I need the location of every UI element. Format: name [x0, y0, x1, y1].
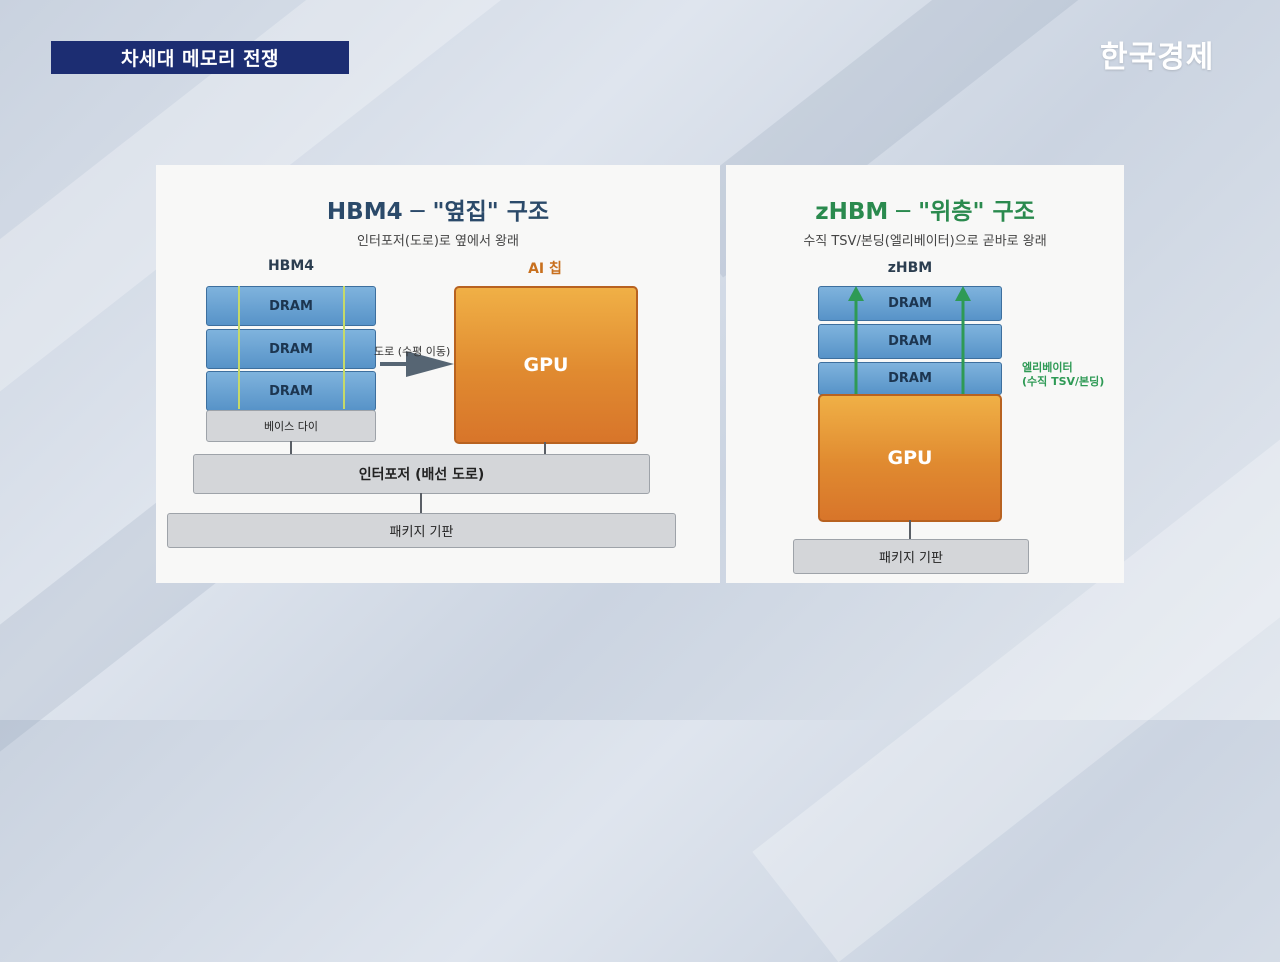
connector-line	[909, 520, 911, 540]
package-substrate: 패키지 기판	[167, 513, 676, 548]
segment-title: 차세대 메모리 전쟁	[51, 41, 349, 74]
dram-layer: DRAM	[206, 329, 376, 369]
broadcaster-logo: 한국경제	[1100, 40, 1215, 75]
ai-chip-gpu: GPU	[454, 286, 638, 444]
zhbm-stack-label: zHBM	[887, 260, 933, 276]
hbm4-subtitle: 인터포저(도로)로 옆에서 왕래	[357, 234, 519, 249]
interposer: 인터포저 (배선 도로)	[193, 454, 650, 494]
dram-layer: DRAM	[206, 286, 376, 326]
hbm4-stack-label: HBM4	[267, 258, 315, 274]
elevator-label-line1: 엘리베이터	[1022, 361, 1073, 374]
zhbm-diagram-panel: zHBM ─ "위층" 구조 수직 TSV/본딩(엘리베이터)으로 곧바로 왕래…	[726, 165, 1124, 583]
zhbm-subtitle: 수직 TSV/본딩(엘리베이터)으로 곧바로 왕래	[803, 234, 1047, 249]
hbm4-title: HBM4 ─ "옆집" 구조	[326, 199, 550, 225]
horizontal-arrow-label: 도로 (수평 이동)	[374, 345, 451, 358]
ai-chip-label: AI 칩	[528, 261, 562, 277]
vertical-tsv-arrows	[848, 286, 971, 394]
connector-line	[420, 493, 422, 513]
hbm4-diagram-panel: HBM4 ─ "옆집" 구조 인터포저(도로)로 옆에서 왕래 HBM4 AI …	[156, 165, 720, 583]
package-substrate: 패키지 기판	[793, 539, 1029, 574]
zhbm-title: zHBM ─ "위층" 구조	[815, 199, 1035, 225]
elevator-label-line2: (수직 TSV/본딩)	[1022, 375, 1105, 388]
tsv-line	[238, 286, 240, 409]
dram-layer: DRAM	[818, 324, 1002, 359]
gpu-die: GPU	[818, 394, 1002, 522]
tsv-line	[343, 286, 345, 409]
connector-line	[544, 442, 546, 454]
connector-line	[290, 441, 292, 454]
dram-layer: DRAM	[206, 371, 376, 411]
elevator-label: 엘리베이터 (수직 TSV/본딩)	[1022, 361, 1104, 389]
dram-layer: DRAM	[818, 286, 1002, 321]
dram-layer: DRAM	[818, 362, 1002, 395]
horizontal-arrow	[380, 351, 454, 377]
